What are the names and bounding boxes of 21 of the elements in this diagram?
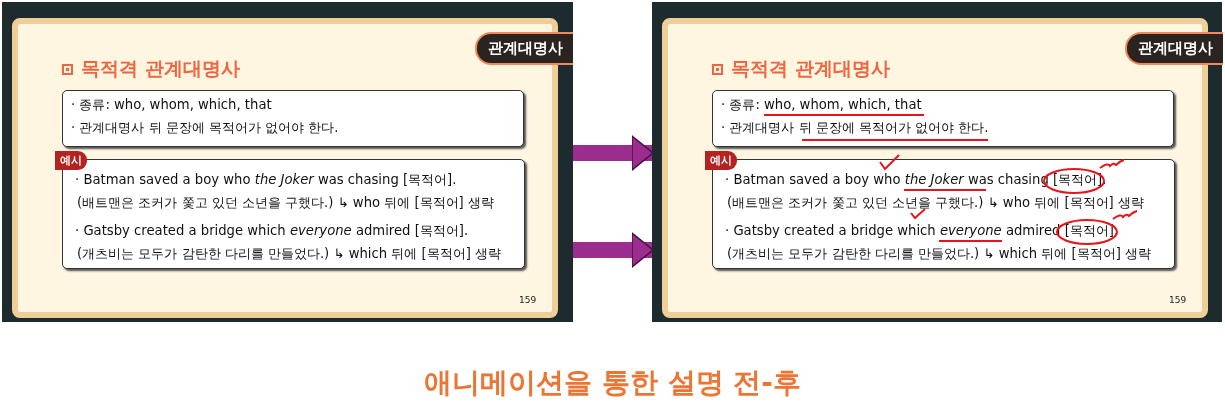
block-arrow bbox=[573, 232, 654, 268]
block-arrow bbox=[573, 135, 654, 171]
rule-text: · 종류: who, whom, which, that bbox=[71, 96, 272, 114]
heading-text: 목적격 관계대명사 bbox=[81, 57, 240, 79]
caption: 애니메이션을 통한 설명 전-후 bbox=[423, 365, 802, 401]
example-badge: 예시 bbox=[55, 151, 87, 170]
translation-text: (배트맨은 조커가 쫓고 있던 소년을 구했다.) ↳ who 뒤에 [목적어] 생략 bbox=[77, 194, 494, 212]
heading-text: 목적격 관계대명사 bbox=[731, 57, 890, 79]
rule-text: · 관계대명사 뒤 문장에 목적어가 없어야 한다. bbox=[721, 119, 989, 137]
example-sentence: · Batman saved a boy who the Joker was chasing [목적어]. bbox=[75, 171, 457, 189]
translation-text: (개츠비는 모두가 감탄한 다리를 만들었다.) ↳ which 뒤에 [목적어] 생략 bbox=[77, 245, 501, 263]
page-number: 159 bbox=[1169, 295, 1187, 305]
tab-label: 관계대명사 bbox=[475, 32, 573, 65]
page-number: 159 bbox=[519, 295, 537, 305]
example-badge: 예시 bbox=[705, 151, 737, 170]
example-sentence: · Gatsby created a bridge which everyone admired [목적어]. bbox=[75, 222, 469, 240]
rule-text: · 종류: who, whom, which, that bbox=[721, 96, 922, 114]
translation-text: (배트맨은 조커가 쫓고 있던 소년을 구했다.) ↳ who 뒤에 [목적어] 생략 bbox=[727, 194, 1144, 212]
tab-label: 관계대명사 bbox=[1125, 32, 1223, 65]
translation-text: (개츠비는 모두가 감탄한 다리를 만들었다.) ↳ which 뒤에 [목적어] 생략 bbox=[727, 245, 1151, 263]
rule-text: · 관계대명사 뒤 문장에 목적어가 없어야 한다. bbox=[71, 119, 339, 137]
